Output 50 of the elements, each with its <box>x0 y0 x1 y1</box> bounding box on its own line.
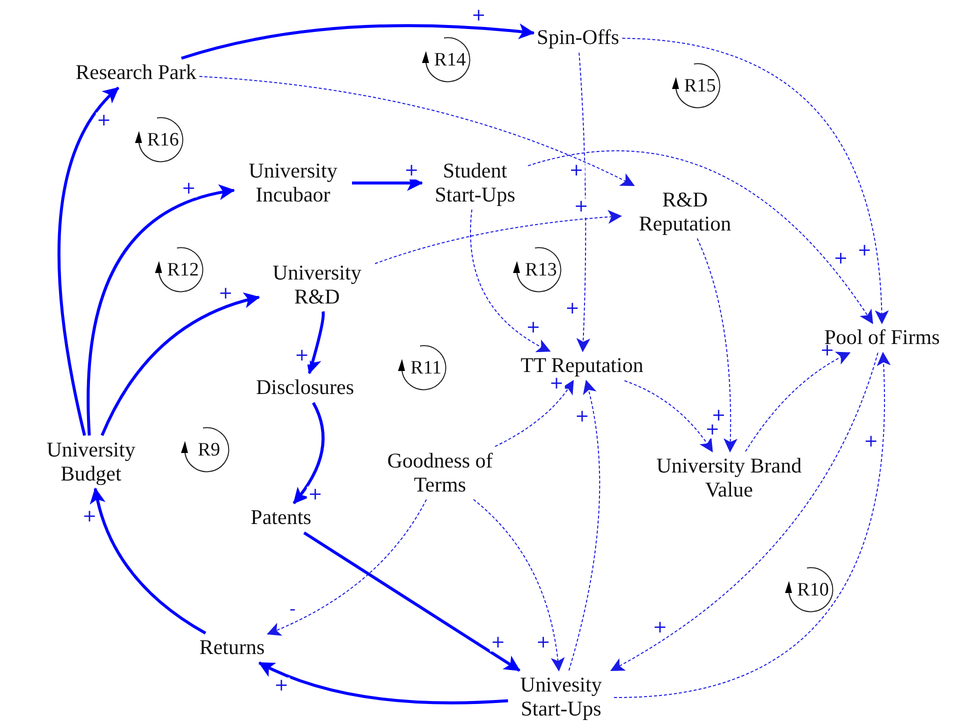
loop-label: R11 <box>410 358 442 378</box>
causal-link-arrow <box>622 38 888 324</box>
loop-label: R15 <box>684 76 716 96</box>
variable-label: Returns <box>199 636 265 660</box>
variable-label: Research Park <box>76 61 196 85</box>
polarity-sign: + <box>218 286 234 303</box>
causal-link-arrow <box>303 532 520 672</box>
variable-label: University Incubaor <box>237 159 349 207</box>
causal-link-arrow <box>181 24 535 60</box>
loop-label: R13 <box>525 260 557 280</box>
causal-link-arrow <box>576 52 590 352</box>
causal-link-arrow <box>306 311 325 374</box>
variable-label: Goodness of Terms <box>370 449 510 497</box>
variable-label: Patents <box>250 506 312 530</box>
causal-link-arrow <box>568 380 600 671</box>
causal-link-arrow <box>292 402 324 504</box>
causal-link-arrow <box>100 293 260 436</box>
causal-link-arrow <box>58 86 120 436</box>
variable-label: University Brand Value <box>639 454 819 502</box>
causal-link-arrow <box>745 352 851 452</box>
causal-link-arrow <box>696 238 738 452</box>
loop-label: R16 <box>147 130 179 150</box>
loop-label: R10 <box>797 580 829 600</box>
causal-link-arrow <box>494 380 574 447</box>
loop-label: R9 <box>198 440 220 460</box>
loop-label: R14 <box>434 50 466 70</box>
loop-label: R12 <box>167 260 199 280</box>
variable-label: Student Start-Ups <box>425 159 525 207</box>
causal-link-arrow <box>374 210 622 264</box>
variable-label: R&D Reputation <box>624 188 746 236</box>
causal-link-arrow <box>198 76 635 186</box>
polarity-sign: + <box>490 634 506 651</box>
polarity-sign: + <box>294 347 310 364</box>
causal-link-arrow <box>470 209 551 352</box>
variable-label: Spin-Offs <box>536 26 620 50</box>
variable-label: University Budget <box>36 438 146 486</box>
causal-link-arrow <box>266 499 427 636</box>
polarity-sign: + <box>403 162 420 180</box>
causal-link-arrow <box>473 499 564 672</box>
variable-label: Disclosures <box>256 376 354 400</box>
variable-label: TT Reputation <box>520 354 644 378</box>
variable-label: University R&D <box>262 261 372 309</box>
polarity-sign: + <box>710 407 727 424</box>
causal-link-arrow <box>624 380 713 452</box>
variable-label: Univesity Start-Ups <box>511 673 611 721</box>
causal-link-arrow <box>90 488 206 635</box>
polarity-sign: + <box>572 198 590 216</box>
causal-link-arrow <box>528 150 874 324</box>
causal-link-arrow <box>258 661 508 704</box>
causal-link-arrow <box>86 185 235 436</box>
